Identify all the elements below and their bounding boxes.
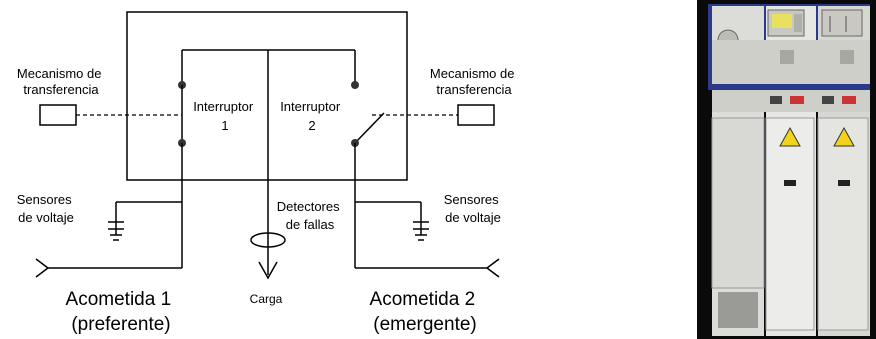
fault-detector-ct: [250, 232, 286, 248]
switchgear-enclosure: [126, 11, 408, 181]
transfer-mechanism-right: [457, 104, 495, 126]
feeder-1-arrow: [35, 258, 50, 278]
switch-2-symbol: [351, 81, 385, 147]
voltage-sensor-right: [355, 201, 429, 241]
transfer-mechanism-left: [39, 104, 77, 126]
switch-2-label: Interruptor 2: [280, 99, 344, 133]
sensors-left-label: Sensores de voltaje: [17, 192, 76, 225]
switch-1-label: Interruptor 1: [193, 99, 257, 133]
sensors-right-label: Sensores de voltaje: [444, 192, 503, 225]
mechanism-left-label: Mecanismo de transferencia: [17, 66, 105, 97]
warning-icon: [779, 126, 801, 147]
load-label: Carga: [250, 292, 283, 306]
mechanism-right-label: Mecanismo de transferencia: [430, 66, 518, 97]
warning-icon: [833, 126, 855, 147]
voltage-sensor-left: [108, 201, 182, 241]
fault-detectors-label: Detectores de fallas: [277, 199, 344, 232]
switch-1-symbol: [178, 81, 186, 147]
feeder-2-label: Acometida 2 (emergente): [370, 289, 481, 335]
load-arrow: [258, 261, 278, 280]
feeder-1-label: Acometida 1 (preferente): [66, 289, 177, 335]
transfer-diagram: Mecanismo de transferencia Mecanismo de …: [17, 11, 518, 335]
feeder-2-arrow: [485, 258, 500, 278]
switchgear-photo: [697, 0, 876, 339]
